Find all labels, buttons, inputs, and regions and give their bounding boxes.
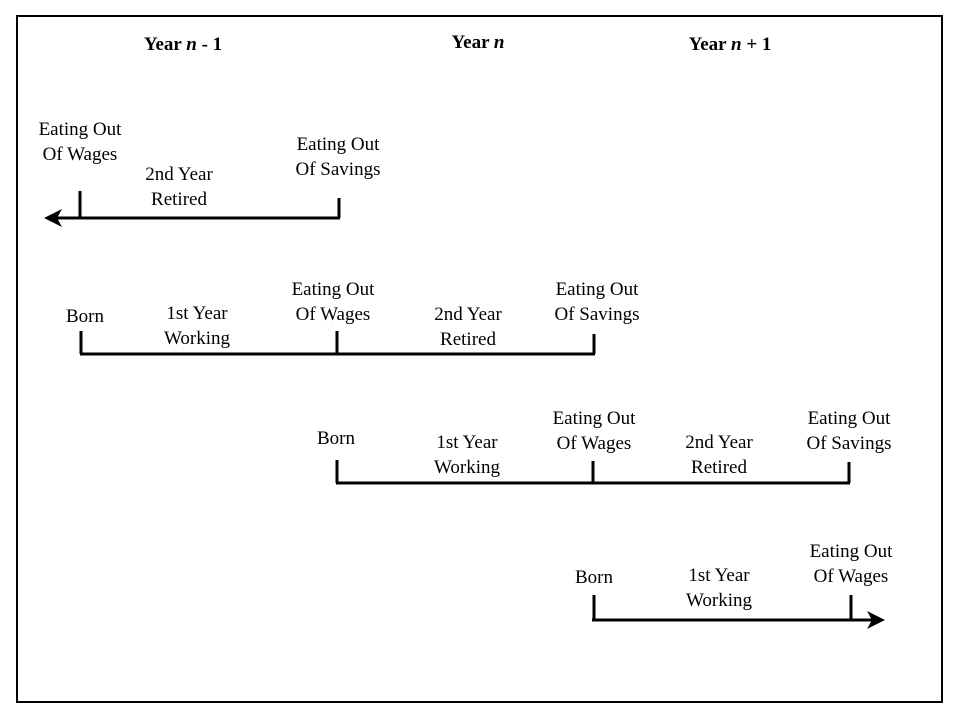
- timeline-row-2: [79, 331, 596, 356]
- arrowhead-left-icon: [44, 209, 62, 227]
- diagram-frame: [16, 15, 943, 703]
- row4-born-label: Born: [575, 567, 613, 588]
- header-year-n-plus-1: Year n + 1: [688, 34, 772, 55]
- row2-born-label: Born: [66, 306, 104, 327]
- timeline-row-3: [335, 460, 851, 485]
- row3-born-label: Born: [317, 428, 355, 449]
- arrowhead-right-icon: [867, 611, 885, 629]
- header-year-n: Year n: [451, 32, 505, 53]
- timeline-row-4: [592, 595, 885, 629]
- timeline-row-1: [44, 191, 341, 227]
- header-year-n-minus-1: Year n - 1: [143, 34, 223, 55]
